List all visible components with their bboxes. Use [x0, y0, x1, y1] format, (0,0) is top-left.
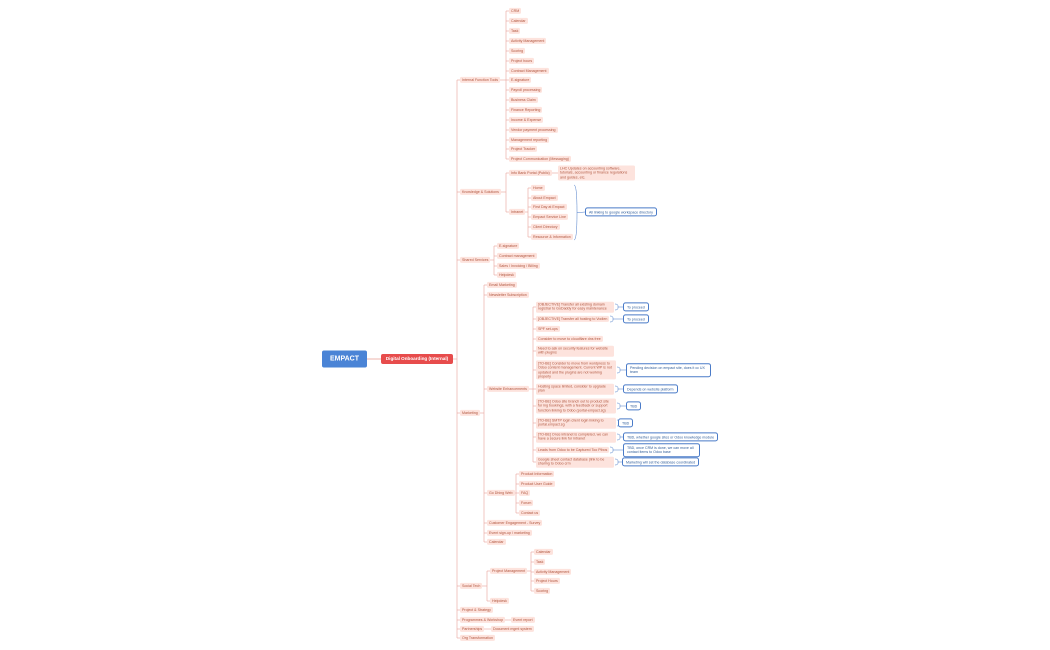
topic-node[interactable]: Task	[534, 558, 546, 566]
topic-node[interactable]: Project & Strategy	[460, 606, 493, 614]
topic-node[interactable]: Intranet	[509, 208, 526, 216]
topic-node[interactable]: Calendar	[487, 538, 506, 546]
note-callout[interactable]: TBD	[626, 401, 642, 411]
note-callout[interactable]: TBD, once CRM is done, we can move all c…	[623, 443, 700, 457]
topic-node[interactable]: Consider to move to cloudflare dns free	[536, 335, 603, 343]
topic-node[interactable]: Newsletter Subscription	[487, 291, 529, 299]
topic-node[interactable]: Programmes & Workshop	[460, 616, 506, 624]
topic-node[interactable]: Email Marketing	[487, 281, 517, 289]
connector-line	[609, 446, 615, 454]
connector-line	[573, 184, 579, 241]
topic-node[interactable]: Org Transformation	[460, 634, 495, 642]
topic-node[interactable]: [TO-BE] Once intranet is completed, we c…	[536, 431, 616, 443]
topic-node[interactable]: Project Management	[490, 567, 528, 575]
topic-node[interactable]: Project Tracker	[509, 145, 538, 153]
topic-node[interactable]: [OBJECTIVE] Transfer all existing domain…	[536, 301, 614, 313]
topic-node[interactable]: Knowledge & Solutions	[460, 188, 501, 196]
topic-node[interactable]: Document mgmt system	[491, 625, 534, 633]
topic-node[interactable]: Resource & Information	[531, 233, 573, 241]
topic-node[interactable]: About Empact	[531, 194, 558, 202]
topic-node[interactable]: Sales / Invoicing / Billing	[497, 262, 540, 270]
topic-node[interactable]: Leads from Odoo to be Captured Too Pibos	[536, 446, 610, 454]
topic-node[interactable]: Scoring	[534, 587, 551, 595]
topic-node[interactable]: Scoring	[509, 47, 526, 55]
topic-node[interactable]: Contract Management	[509, 67, 549, 75]
topic-node[interactable]: Vendor payment processing	[509, 126, 558, 134]
topic-node[interactable]: Shared Services	[460, 256, 491, 264]
topic-node[interactable]: Customer Engagement - Survey	[487, 519, 543, 527]
note-callout[interactable]: TBD, whether google sites or Odoo knowle…	[623, 432, 719, 442]
topic-node[interactable]: Activity Management	[509, 37, 547, 45]
topic-node[interactable]: Management reporting	[509, 136, 550, 144]
topic-node[interactable]: Helpdesk	[497, 271, 516, 279]
topic-node[interactable]: FAQ	[519, 489, 531, 497]
topic-node[interactable]: [OBJECTIVE] Transfer all hosting to Vodi…	[536, 315, 610, 323]
topic-node[interactable]: Forum	[519, 499, 534, 507]
topic-node[interactable]: SPF set-ups	[536, 325, 560, 333]
topic-node[interactable]: Business Claim	[509, 96, 538, 104]
note-callout[interactable]: All linking to google workspace director…	[585, 207, 657, 217]
topic-node[interactable]: Home	[531, 184, 545, 192]
topic-node[interactable]: [TO-BE] Odoo site branch out to product …	[536, 398, 616, 414]
topic-node[interactable]: Calendar	[509, 17, 528, 25]
topic-node[interactable]: Task	[509, 27, 521, 35]
topic-node[interactable]: E-signature	[497, 242, 520, 250]
connector-line	[616, 433, 622, 441]
topic-node[interactable]: Hosting space limited, consider to upgra…	[536, 383, 614, 395]
topic-node[interactable]: Helpdesk	[490, 597, 509, 605]
topic-node[interactable]: Project Hours	[534, 577, 560, 585]
topic-node[interactable]: Activity Management	[534, 568, 572, 576]
topic-node[interactable]: Contract management	[497, 252, 537, 260]
topic-node[interactable]: Product User Guide	[519, 480, 555, 488]
root-node[interactable]: EMPACT	[322, 350, 367, 368]
topic-node[interactable]: Finance Reporting	[509, 106, 543, 114]
connector-line	[614, 303, 620, 311]
main-topic-node[interactable]: Digital Onboarding (Internal)	[381, 354, 453, 364]
topic-node[interactable]: Empact Service Line	[531, 213, 568, 221]
topic-node[interactable]: Partnerships	[460, 625, 485, 633]
note-callout[interactable]: Pending decision on empact site, does it…	[626, 363, 711, 377]
topic-node[interactable]: Marketing	[460, 409, 480, 417]
topic-node[interactable]: Product Information	[519, 470, 555, 478]
topic-node[interactable]: Income & Expense	[509, 116, 544, 124]
connector-line	[616, 402, 622, 410]
connector-line	[614, 458, 620, 466]
note-callout[interactable]: TBD	[618, 418, 634, 428]
topic-node[interactable]: [TO-BE] Consider to move from wordpress …	[536, 360, 616, 380]
connector-line	[616, 366, 622, 374]
topic-node[interactable]: Client Directory	[531, 223, 560, 231]
topic-node[interactable]: Contact us	[519, 509, 541, 517]
note-callout[interactable]: Marketing will set the database coordina…	[622, 457, 700, 467]
topic-node[interactable]: First Day at Empact	[531, 203, 567, 211]
topic-node[interactable]: Event report	[511, 616, 535, 624]
connector-line	[578, 211, 586, 213]
topic-node[interactable]: Social Tech	[460, 582, 483, 590]
topic-node[interactable]: Internal Function Tools	[460, 76, 501, 84]
note-callout[interactable]: Depends on website platform	[623, 384, 678, 394]
topic-node[interactable]: Google sheet contact database (link to b…	[536, 456, 614, 468]
topic-node[interactable]: CRM	[509, 7, 522, 15]
topic-node[interactable]: Project Communication (Messaging)	[509, 155, 571, 163]
connector-line	[614, 385, 620, 393]
topic-node[interactable]: Project hours	[509, 57, 535, 65]
topic-node[interactable]: [TO-BE] SMTP login client login linking …	[536, 417, 616, 429]
topic-node[interactable]: Info Bank Portal (Public)	[509, 169, 552, 177]
topic-node[interactable]: E-signature	[509, 76, 532, 84]
topic-node[interactable]: Go Dhing Web	[487, 489, 515, 497]
connector-line	[609, 315, 615, 323]
topic-node[interactable]: Payroll processing	[509, 86, 543, 94]
topic-node[interactable]: Event sign-up / marketing	[487, 529, 532, 537]
topic-node[interactable]: LHC Updates on accounting software, tuto…	[558, 165, 635, 181]
topic-node[interactable]: Need to ask on security features for web…	[536, 345, 614, 357]
note-callout[interactable]: To proceed	[623, 302, 649, 312]
topic-node[interactable]: Website Enhancements	[487, 385, 529, 393]
note-callout[interactable]: To proceed	[623, 314, 649, 324]
topic-node[interactable]: Calendar	[534, 548, 553, 556]
